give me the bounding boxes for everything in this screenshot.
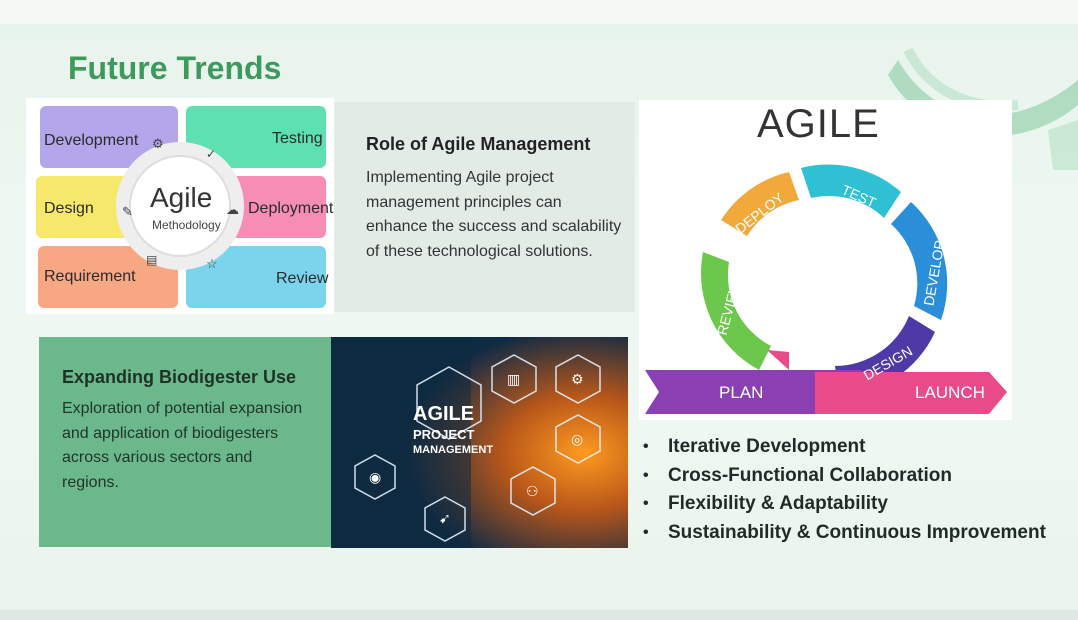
svg-text:✎: ✎ [122, 204, 133, 219]
svg-text:☆: ☆ [206, 256, 218, 271]
list-item: •Flexibility & Adaptability [641, 490, 1046, 519]
bullet-icon: • [643, 495, 649, 512]
bottom-bar [0, 610, 1078, 620]
bullet-icon: • [643, 438, 649, 455]
slide-title: Future Trends [68, 50, 282, 86]
list-item: •Cross-Functional Collaboration [641, 462, 1046, 491]
pm-image-line3: MANAGEMENT [413, 444, 494, 456]
agile-cycle-graphic [645, 164, 1007, 414]
svg-text:✓: ✓ [206, 147, 216, 161]
pm-image-line1: AGILE [413, 403, 475, 425]
bullet-icon: • [643, 523, 649, 541]
svg-text:➹: ➹ [439, 511, 451, 527]
role-of-agile-card: Role of Agile Management Implementing Ag… [334, 102, 635, 312]
svg-text:▥: ▥ [507, 372, 520, 388]
segment-testing: Testing [272, 130, 323, 147]
role-card-heading: Role of Agile Management [366, 134, 591, 154]
top-bar [0, 0, 1078, 24]
segment-development: Development [44, 132, 139, 149]
methodology-center-subtitle: Methodology [152, 218, 221, 232]
svg-text:⚇: ⚇ [526, 484, 539, 500]
segment-review: Review [276, 270, 329, 287]
agile-methodology-graphic: ⚙ ✓ ✎ ☁ ▤ ☆ [36, 106, 326, 308]
bullet-icon: • [643, 466, 649, 484]
bio-card-body: Exploration of potential expansion and a… [62, 400, 303, 491]
stage-plan: PLAN [719, 383, 764, 402]
biodigester-card: Expanding Biodigester Use Exploration of… [39, 337, 331, 547]
list-item: •Iterative Development [641, 433, 1046, 462]
role-card-body: Implementing Agile project management pr… [366, 169, 622, 260]
svg-text:⚙: ⚙ [571, 372, 584, 388]
agile-methodology-image: ⚙ ✓ ✎ ☁ ▤ ☆ Agile Methodology Developmen… [26, 98, 334, 314]
svg-text:◉: ◉ [369, 470, 381, 486]
project-management-graphic: ▥ ⚙ ◎ ⚇ ➹ ◉ [331, 337, 628, 548]
svg-text:◎: ◎ [571, 432, 583, 448]
agile-principles-list: •Iterative Development •Cross-Functional… [641, 433, 1046, 547]
stage-launch: LAUNCH [915, 383, 985, 402]
svg-text:☁: ☁ [226, 202, 239, 217]
agile-project-management-image: ▥ ⚙ ◎ ⚇ ➹ ◉ AGILE PROJECT MANAGEMENT [331, 337, 628, 548]
agile-cycle-image: AGILE DEPLOY TEST DEVELOP DESIGN REVIEW … [639, 100, 1012, 420]
list-item: •Sustainability & Continuous Improvement [641, 519, 1046, 548]
methodology-center-title: Agile [150, 182, 213, 213]
bio-card-heading: Expanding Biodigester Use [62, 367, 297, 387]
pm-image-line2: PROJECT [413, 427, 475, 442]
svg-text:▤: ▤ [146, 253, 157, 267]
segment-requirement: Requirement [44, 268, 136, 285]
segment-deployment: Deployment [248, 200, 334, 217]
segment-design: Design [44, 200, 94, 217]
cycle-title: AGILE [757, 102, 880, 146]
svg-text:⚙: ⚙ [152, 136, 164, 151]
